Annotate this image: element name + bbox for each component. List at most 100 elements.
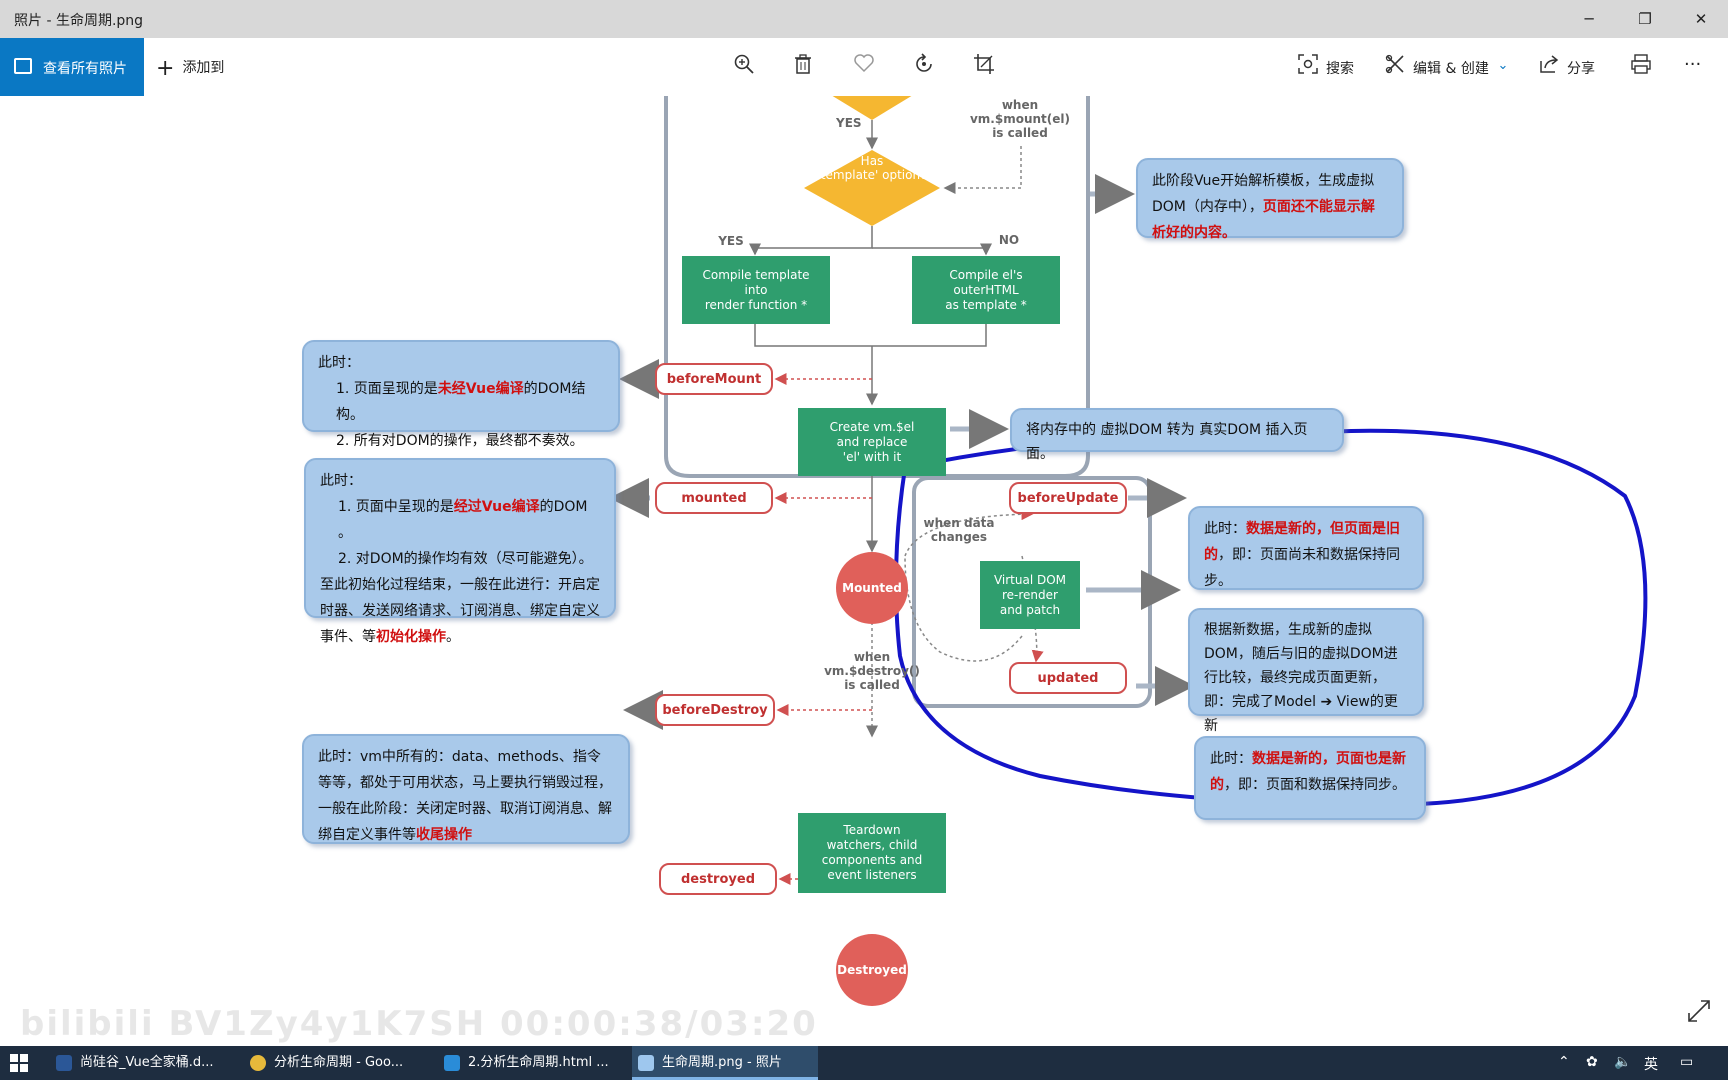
callout-before-update: 此时：数据是新的，但页面是旧的，即：页面尚未和数据保持同步。 [1188, 506, 1424, 590]
before-update-a: 此时： [1204, 521, 1246, 537]
add-to-button[interactable]: +添加到 [156, 56, 224, 81]
callout-mounted-title: 此时： [320, 473, 362, 489]
share-label[interactable]: 分享 [1567, 61, 1595, 77]
chrome-icon [250, 1055, 266, 1071]
no-right-label: NO [998, 233, 1020, 247]
callout-mounted-line3: 至此初始化过程结束，一般在此进行：开启定时器、发送网络请求、订阅消息、绑定自定义… [320, 572, 600, 650]
before-destroy-a: 此时：vm中所有的：data、methods、指令等等，都处于可用状态，马上要执… [318, 749, 612, 843]
mounted-3a: 至此初始化过程结束，一般在此进行：开启定时器、发送网络请求、订阅消息、绑定自定义… [320, 577, 600, 645]
taskbar-chrome[interactable]: 分析生命周期 - Goo... [244, 1046, 434, 1080]
create-vm-el-box: Create vm.$el and replace 'el' with it [798, 408, 946, 476]
mounted-1c: 的DOM 。 [338, 499, 588, 541]
callout-real-dom: 将内存中的 虚拟DOM 转为 真实DOM 插入页面。 [1010, 408, 1344, 462]
mounted-1a: 1. 页面中呈现的是 [338, 499, 454, 515]
rotate-icon[interactable] [911, 53, 937, 79]
callout-before-mount-line2: 2. 所有对DOM的操作，最终都不奏效。 [336, 433, 584, 449]
virtual-dom-box: Virtual DOM re-render and patch [980, 561, 1080, 629]
mounted-3c: 。 [446, 629, 460, 645]
close-button[interactable]: ✕ [1694, 10, 1708, 28]
fullscreen-expand-icon[interactable] [1686, 998, 1712, 1028]
callout-template-parse: 此阶段Vue开始解析模板，生成虚拟DOM（内存中），页面还不能显示解析好的内容。 [1136, 158, 1404, 241]
visual-search-icon[interactable] [1295, 53, 1321, 79]
callout-template-parse-text: 此阶段Vue开始解析模板，生成虚拟DOM（内存中）， [1152, 173, 1375, 215]
minimize-button[interactable]: ─ [1584, 10, 1594, 28]
tray-app-icon[interactable]: ✿ [1586, 1054, 1598, 1070]
has-template-diamond-label: Has 'template' option? [817, 154, 927, 182]
photos-toolbar: 查看所有照片 +添加到 搜索 编辑 & 创建 ⌄ 分享 ··· [0, 38, 1728, 96]
hook-before-update: beforeUpdate [1009, 482, 1127, 514]
tray-chevron-up-icon[interactable]: ⌃ [1558, 1054, 1570, 1070]
callout-mounted-line2: 2. 对DOM的操作均有效（尽可能避免）。 [338, 551, 593, 567]
callout-mounted: 此时： 1. 页面中呈现的是经过Vue编译的DOM 。 2. 对DOM的操作均有… [304, 458, 616, 645]
title-bar: 照片 - 生命周期.png ─ ❐ ✕ [0, 0, 1728, 38]
taskbar-word[interactable]: 尚硅谷_Vue全家桶.d... [50, 1046, 240, 1080]
taskbar-photos[interactable]: 生命周期.png - 照片 [632, 1046, 818, 1080]
word-icon [56, 1055, 72, 1071]
hook-before-destroy: beforeDestroy [655, 694, 775, 726]
before-update-b: 数据是新的，但页面是旧的 [1204, 521, 1400, 563]
chevron-down-icon[interactable]: ⌄ [1497, 58, 1509, 73]
ime-indicator[interactable]: 英 [1644, 1057, 1658, 1073]
callout-before-mount-title: 此时： [318, 355, 360, 371]
before-mount-1b: 未经Vue编译 [437, 381, 524, 397]
plus-icon: + [156, 56, 175, 81]
yes-top-label: YES [836, 116, 862, 130]
updated-a: 此时： [1210, 751, 1252, 767]
before-destroy-b: 收尾操作 [416, 827, 472, 843]
mounted-3b: 初始化操作 [376, 629, 446, 645]
before-mount-1a: 1. 页面呈现的是 [336, 381, 438, 397]
restore-button[interactable]: ❐ [1638, 10, 1652, 28]
image-viewer: YES when vm.$mount(el) is called Has 'te… [0, 96, 1728, 1046]
notifications-icon[interactable]: ▭ [1680, 1054, 1694, 1070]
search-label[interactable]: 搜索 [1326, 61, 1354, 77]
volume-icon[interactable]: 🔈 [1614, 1054, 1632, 1070]
photos-icon [638, 1055, 654, 1071]
taskbar-vscode-label: 2.分析生命周期.html ... [468, 1055, 609, 1070]
callout-before-mount-line1: 1. 页面呈现的是未经Vue编译的DOM结构。 [318, 376, 604, 428]
share-icon[interactable] [1536, 53, 1562, 79]
teardown-box: Teardown watchers, child components and … [798, 813, 946, 893]
when-destroy-label: when vm.$destroy() is called [824, 650, 920, 692]
compile-template-box: Compile template into render function * [682, 256, 830, 324]
edit-create-label[interactable]: 编辑 & 创建 [1413, 61, 1489, 77]
hook-before-mount: beforeMount [655, 363, 773, 395]
edit-create-icon[interactable] [1382, 53, 1408, 79]
delete-icon[interactable] [790, 53, 816, 79]
hook-updated: updated [1009, 662, 1127, 694]
when-data-changes-label: when data changes [923, 516, 995, 544]
callout-before-mount: 此时： 1. 页面呈现的是未经Vue编译的DOM结构。 2. 所有对DOM的操作… [302, 340, 620, 449]
mounted-state-circle: Mounted [836, 552, 908, 624]
view-all-label: 查看所有照片 [43, 61, 127, 77]
video-watermark: bilibili BV1Zy4y1K7SH 00:00:38/03:20 [20, 1004, 818, 1044]
callout-vdom-patch: 根据新数据，生成新的虚拟DOM，随后与旧的虚拟DOM进行比较，最终完成页面更新，… [1188, 608, 1424, 734]
before-update-c: ，即：页面尚未和数据保持同步。 [1204, 547, 1400, 589]
more-options-button[interactable]: ··· [1684, 54, 1702, 75]
photo-icon [14, 58, 32, 74]
windows-start-icon[interactable] [10, 1054, 28, 1076]
hook-destroyed: destroyed [659, 863, 777, 895]
taskbar-chrome-label: 分析生命周期 - Goo... [274, 1055, 404, 1070]
print-icon[interactable] [1628, 53, 1654, 79]
mounted-1b: 经过Vue编译 [453, 499, 540, 515]
when-mount-label: when vm.$mount(el) is called [969, 98, 1071, 140]
view-all-photos-button[interactable]: 查看所有照片 [0, 38, 144, 96]
callout-before-destroy: 此时：vm中所有的：data、methods、指令等等，都处于可用状态，马上要执… [302, 734, 630, 844]
taskbar-photos-label: 生命周期.png - 照片 [662, 1055, 782, 1070]
callout-updated: 此时：数据是新的，页面也是新的，即：页面和数据保持同步。 [1194, 736, 1426, 820]
updated-b: 数据是新的，页面也是新的 [1210, 751, 1406, 793]
crop-icon[interactable] [971, 53, 997, 79]
updated-c: ，即：页面和数据保持同步。 [1224, 777, 1406, 793]
vscode-icon [444, 1055, 460, 1071]
yes-left-label: YES [718, 234, 744, 248]
taskbar-word-label: 尚硅谷_Vue全家桶.d... [80, 1055, 214, 1070]
window-title: 照片 - 生命周期.png [14, 13, 144, 29]
callout-template-parse-emphasis: 页面还不能显示解析好的内容。 [1152, 199, 1375, 241]
taskbar-vscode[interactable]: 2.分析生命周期.html ... [438, 1046, 628, 1080]
hook-mounted: mounted [655, 482, 773, 514]
destroyed-state-circle: Destroyed [836, 934, 908, 1006]
windows-taskbar: 尚硅谷_Vue全家桶.d... 分析生命周期 - Goo... 2.分析生命周期… [0, 1046, 1728, 1080]
zoom-in-icon[interactable] [731, 53, 757, 79]
before-mount-1c: 的DOM结构。 [336, 381, 586, 423]
compile-el-box: Compile el's outerHTML as template * [912, 256, 1060, 324]
favorite-heart-icon[interactable] [851, 53, 877, 79]
